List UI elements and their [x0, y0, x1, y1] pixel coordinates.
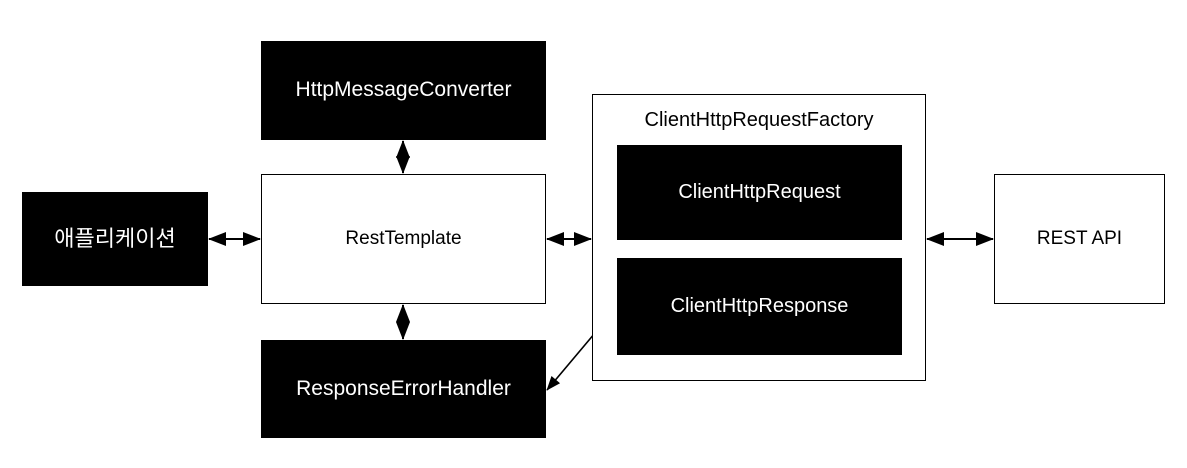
node-rest-template[interactable]: RestTemplate — [261, 174, 546, 304]
node-application[interactable]: 애플리케이션 — [22, 192, 208, 286]
node-application-label: 애플리케이션 — [54, 226, 176, 252]
node-http-message-converter-label: HttpMessageConverter — [295, 78, 512, 102]
node-client-http-response-label: ClientHttpResponse — [670, 295, 849, 317]
node-client-http-request-label: ClientHttpRequest — [678, 181, 841, 203]
node-rest-api[interactable]: REST API — [994, 174, 1165, 304]
node-response-error-handler-label: ResponseErrorHandler — [296, 376, 511, 400]
node-http-message-converter[interactable]: HttpMessageConverter — [261, 41, 546, 140]
node-client-http-request[interactable]: ClientHttpRequest — [617, 145, 902, 240]
node-rest-template-label: RestTemplate — [345, 228, 462, 250]
node-client-http-request-factory[interactable]: ClientHttpRequestFactory ClientHttpReque… — [592, 94, 926, 381]
node-response-error-handler[interactable]: ResponseErrorHandler — [261, 340, 546, 438]
node-client-http-response[interactable]: ClientHttpResponse — [617, 258, 902, 355]
node-rest-api-label: REST API — [1036, 228, 1123, 250]
node-client-http-request-factory-label: ClientHttpRequestFactory — [644, 109, 874, 131]
